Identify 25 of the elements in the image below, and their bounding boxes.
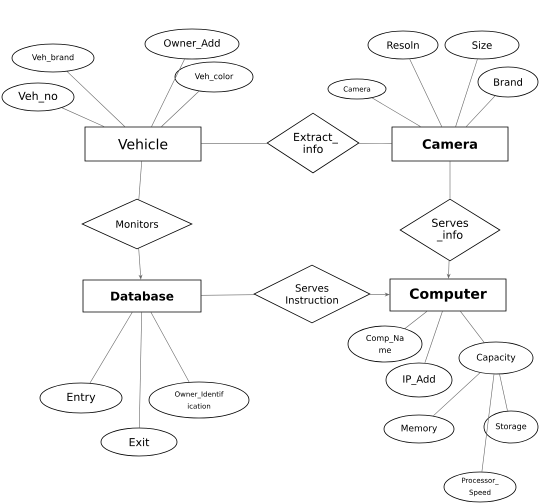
connector-line [138,161,142,200]
connector-line [161,90,200,127]
connector-line [404,311,428,329]
connector-line [201,142,268,144]
connector-line [150,312,190,382]
connector-line [460,311,484,343]
connector-line [139,312,142,428]
connector-line [455,59,478,127]
connector-line [372,98,421,127]
entity-box: Camera [392,126,508,162]
connector-line [201,294,256,296]
connector-line [62,108,104,127]
entity-box: Database [82,280,202,312]
entity-box: Vehicle [84,126,202,162]
connector-line [409,58,442,127]
connector-line [90,312,132,384]
connector-line [151,58,185,127]
connector-line [499,374,508,412]
connector-line [66,71,126,127]
connector-line [424,311,443,364]
connector-line [358,143,392,144]
entity-box: Computer [390,278,506,312]
connector-line [466,96,496,127]
connector-line [482,374,494,472]
connector-line [433,372,480,416]
